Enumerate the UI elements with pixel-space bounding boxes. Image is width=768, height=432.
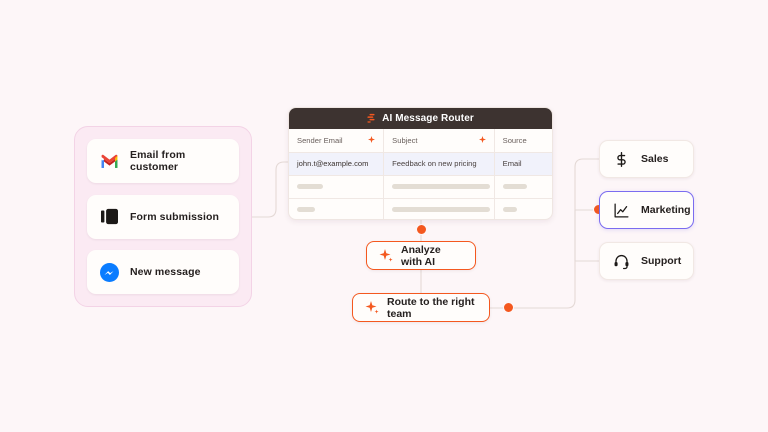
- node-route-to-team[interactable]: Route to the right team: [352, 293, 490, 322]
- cell-source: Email: [494, 152, 552, 176]
- table-header-row: Sender Email Subject: [289, 129, 552, 153]
- column-label: Source: [502, 135, 527, 145]
- messenger-icon: [99, 262, 120, 283]
- sparkle-icon: [379, 245, 393, 266]
- column-header-source[interactable]: Source: [494, 129, 552, 153]
- column-header-sender[interactable]: Sender Email: [289, 129, 385, 153]
- cell-source-placeholder: [494, 198, 552, 219]
- node-label: Analyze with AI: [401, 243, 441, 268]
- source-label: Form submission: [130, 210, 220, 223]
- source-label: New message: [130, 266, 201, 278]
- sparkle-icon[interactable]: [478, 135, 486, 145]
- dollar-icon: [611, 149, 632, 170]
- ai-message-router-window: AI Message Router Sender Email: [288, 107, 553, 220]
- router-titlebar: AI Message Router: [289, 108, 552, 129]
- brand-logo-icon: [367, 110, 377, 128]
- team-card-marketing[interactable]: Marketing: [599, 191, 694, 229]
- node-label: Route to the right team: [387, 295, 475, 320]
- column-label: Subject: [392, 135, 418, 145]
- gmail-icon: [99, 151, 120, 172]
- cell-sender: john.t@example.com: [289, 152, 385, 176]
- team-label: Support: [641, 255, 682, 267]
- table-row[interactable]: john.t@example.com Feedback on new prici…: [289, 152, 552, 176]
- cell-sender-placeholder: [289, 175, 385, 199]
- table-row[interactable]: [289, 198, 552, 219]
- team-card-support[interactable]: Support: [599, 242, 694, 280]
- headset-icon: [611, 251, 632, 272]
- cell-subject: Feedback on new pricing: [383, 152, 495, 176]
- line-chart-icon: [611, 200, 632, 221]
- node-analyze-with-ai[interactable]: Analyze with AI: [366, 241, 476, 270]
- team-card-sales[interactable]: Sales: [599, 140, 694, 178]
- table-row[interactable]: [289, 175, 552, 199]
- sparkle-icon[interactable]: [368, 135, 376, 145]
- source-card-email[interactable]: Email from customer: [87, 139, 239, 183]
- sparkle-icon: [365, 297, 379, 318]
- connector-dot-route-out: [503, 302, 514, 313]
- column-header-subject[interactable]: Subject: [383, 129, 495, 153]
- source-card-message[interactable]: New message: [87, 250, 239, 294]
- column-label: Sender Email: [297, 135, 343, 145]
- connector-dot-table-out: [416, 224, 427, 235]
- cell-subject-placeholder: [383, 198, 495, 219]
- source-label: Email from customer: [130, 149, 186, 173]
- source-group: Email from customer Form submission New …: [74, 126, 252, 307]
- cell-subject-placeholder: [383, 175, 495, 199]
- team-label: Marketing: [641, 204, 691, 216]
- cell-sender-placeholder: [289, 198, 385, 219]
- router-title: AI Message Router: [382, 113, 474, 124]
- team-label: Sales: [641, 153, 669, 165]
- form-icon: [99, 206, 120, 227]
- source-card-form[interactable]: Form submission: [87, 194, 239, 239]
- cell-source-placeholder: [494, 175, 552, 199]
- router-table: Sender Email Subject: [289, 129, 552, 219]
